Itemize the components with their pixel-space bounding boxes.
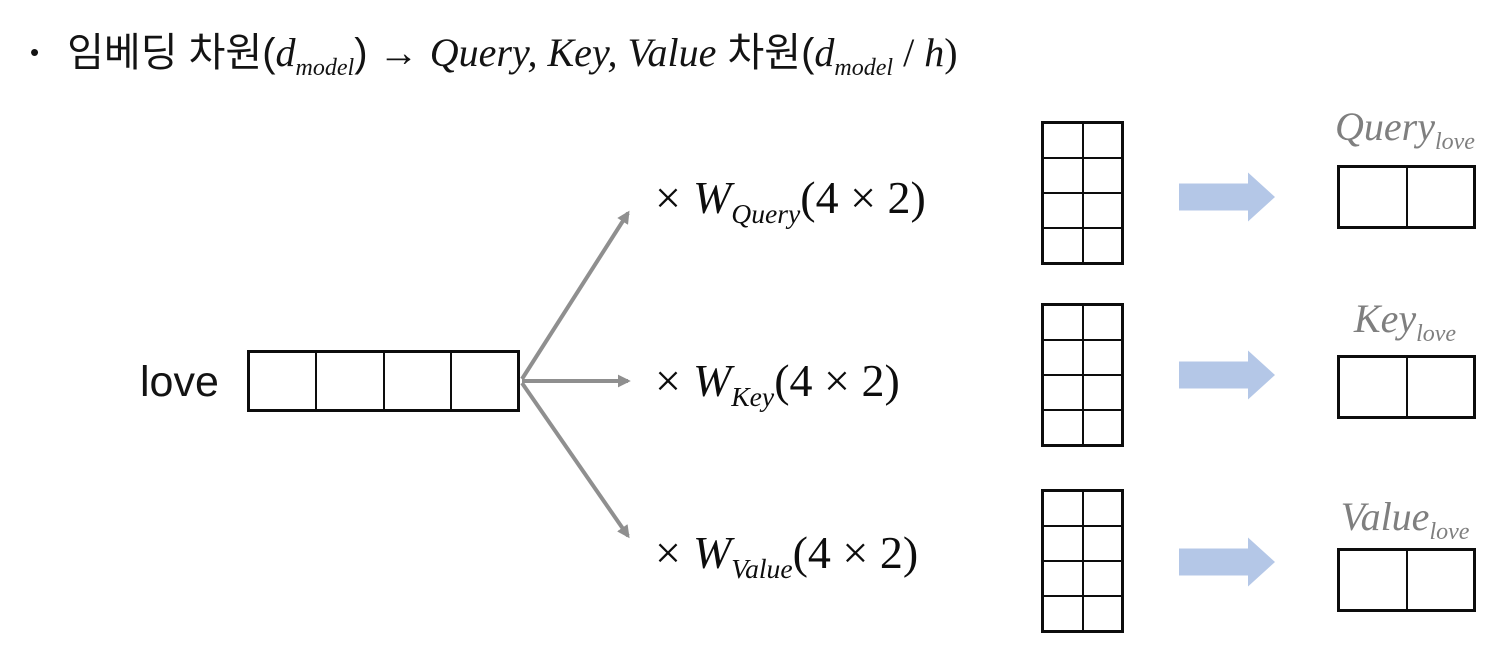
matrix-cell: [1082, 596, 1122, 631]
result-cell: [1406, 550, 1474, 610]
input-word-label: love: [140, 358, 219, 406]
matrix-cell: [1082, 526, 1122, 561]
bullet-icon: •: [30, 37, 40, 67]
matrix-cell: [1043, 123, 1083, 158]
result-name: Key: [1353, 296, 1417, 341]
matrix-cell: [1082, 410, 1122, 445]
result-cell: [1339, 357, 1407, 417]
result-label-query: Querylove: [1305, 104, 1504, 154]
matrix-cell: [1043, 596, 1083, 631]
title-d-model-2-sub: model: [834, 55, 894, 81]
weight-subscript: Key: [731, 381, 775, 413]
block-arrow-value-icon: [1179, 537, 1275, 587]
result-cell: [1406, 357, 1474, 417]
weight-dims: (4 × 2): [792, 527, 919, 578]
matrix-cell: [1043, 305, 1083, 340]
result-name: Query: [1335, 104, 1435, 149]
matrix-cell: [1043, 410, 1083, 445]
result-subscript: love: [1429, 519, 1470, 545]
result-vector-query: [1337, 165, 1476, 229]
weight-symbol: W: [692, 527, 732, 578]
result-label-key: Keylove: [1305, 296, 1504, 346]
title-kr-dimension: 차원(: [716, 31, 815, 75]
weight-dims: (4 × 2): [774, 355, 900, 406]
result-vector-key: [1337, 355, 1476, 419]
block-arrow-query-icon: [1179, 172, 1275, 222]
result-label-value: Valuelove: [1305, 494, 1504, 544]
result-name: Value: [1340, 494, 1430, 539]
matrix-cell: [1043, 158, 1083, 193]
weight-symbol: W: [692, 355, 732, 406]
weight-subscript: Value: [731, 553, 793, 585]
weight-dims: (4 × 2): [800, 172, 926, 223]
weight-formula-value: ×WValue(4 × 2): [655, 523, 918, 583]
weight-formula-query: ×WQuery(4 × 2): [655, 168, 926, 228]
matrix-cell: [1082, 158, 1122, 193]
times-sign: ×: [655, 172, 681, 223]
block-arrow-key-icon: [1179, 350, 1275, 400]
title-d-model: d: [275, 30, 296, 75]
result-vector-value: [1337, 548, 1476, 612]
result-subscript: love: [1434, 129, 1475, 155]
matrix-cell: [1043, 340, 1083, 375]
slide-title: •임베딩 차원(dmodel) → Query, Key, Value 차원(d…: [30, 26, 958, 81]
matrix-cell: [1082, 123, 1122, 158]
matrix-cell: [1082, 228, 1122, 263]
embedding-cell: [249, 352, 317, 410]
title-kr-embedding: 임베딩 차원(: [67, 31, 276, 75]
input-embedding-vector: [247, 350, 520, 412]
matrix-cell: [1082, 340, 1122, 375]
weight-matrix-query: [1041, 121, 1124, 265]
weight-symbol: W: [692, 172, 732, 223]
matrix-cell: [1043, 561, 1083, 596]
result-cell: [1339, 167, 1407, 227]
matrix-cell: [1082, 561, 1122, 596]
title-d-model-2: d: [814, 30, 835, 75]
matrix-cell: [1043, 193, 1083, 228]
title-slash: /: [893, 30, 925, 75]
result-cell: [1406, 167, 1474, 227]
title-h: h: [924, 30, 945, 75]
matrix-cell: [1043, 491, 1083, 526]
matrix-cell: [1082, 193, 1122, 228]
title-close-paren: ): [944, 30, 958, 75]
matrix-cell: [1082, 491, 1122, 526]
title-d-model-sub: model: [295, 55, 355, 81]
matrix-cell: [1043, 526, 1083, 561]
weight-matrix-key: [1041, 303, 1124, 447]
title-arrow: ) →: [354, 31, 430, 75]
fan-arrow-query-icon: [520, 210, 630, 381]
embedding-cell: [316, 352, 384, 410]
weight-formula-key: ×WKey(4 × 2): [655, 351, 900, 411]
times-sign: ×: [655, 527, 681, 578]
matrix-cell: [1043, 228, 1083, 263]
result-cell: [1339, 550, 1407, 610]
matrix-cell: [1082, 375, 1122, 410]
embedding-cell: [383, 352, 451, 410]
weight-subscript: Query: [731, 198, 801, 230]
fan-arrow-value-icon: [520, 381, 630, 539]
result-subscript: love: [1416, 321, 1457, 347]
times-sign: ×: [655, 355, 681, 406]
matrix-cell: [1082, 305, 1122, 340]
weight-matrix-value: [1041, 489, 1124, 633]
embedding-cell: [450, 352, 518, 410]
title-qkv: Query, Key, Value: [429, 30, 717, 75]
matrix-cell: [1043, 375, 1083, 410]
